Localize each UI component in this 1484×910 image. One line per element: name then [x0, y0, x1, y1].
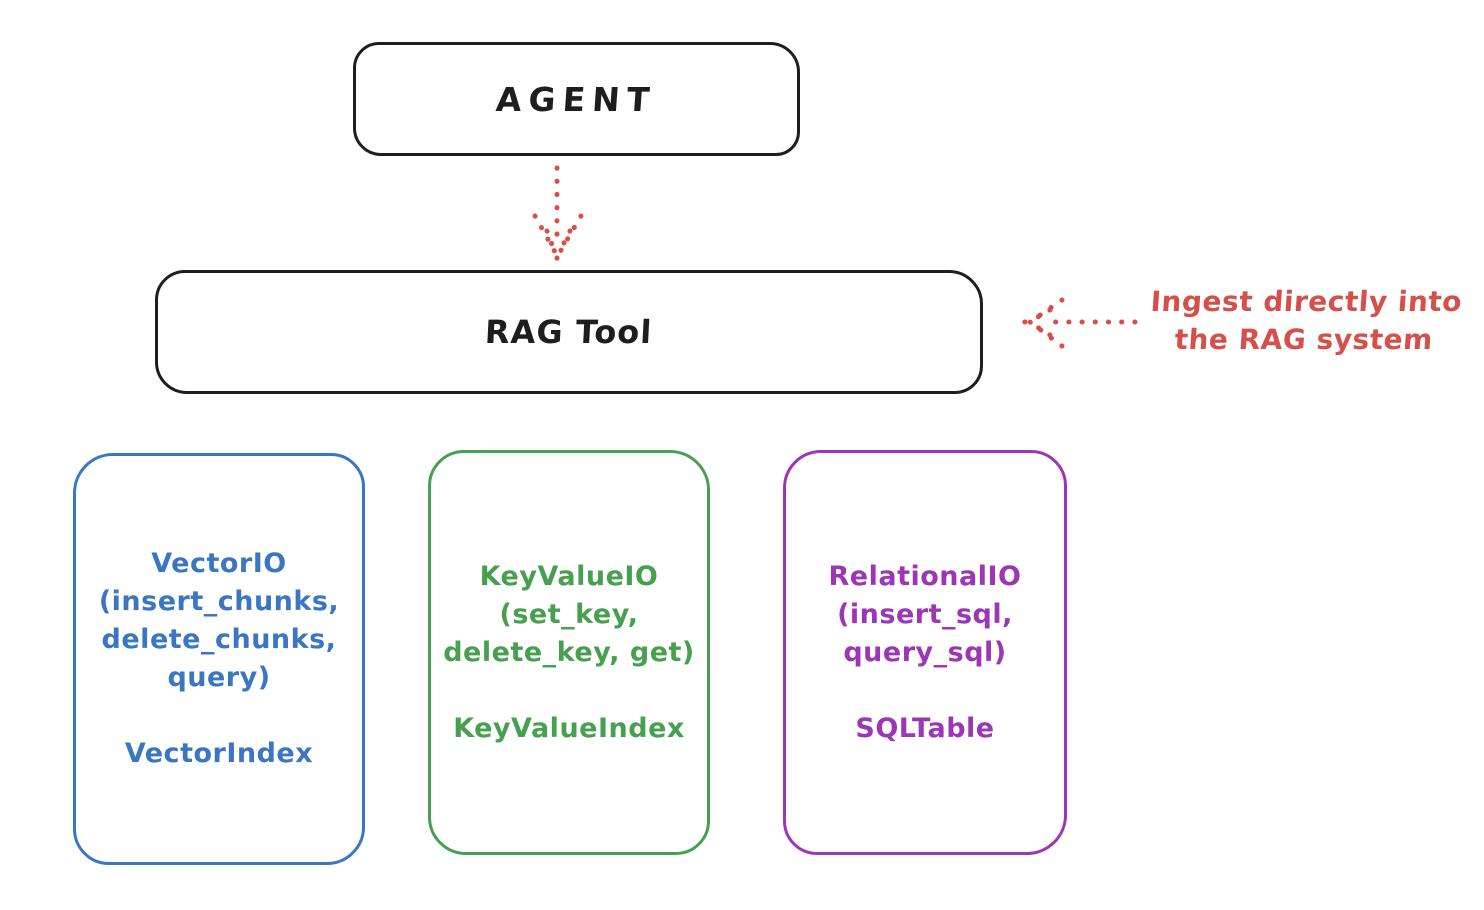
io-text-line: (insert_chunks, [98, 586, 340, 617]
io-text-line: delete_key, get) [443, 636, 695, 668]
rag-tool-label: RAG Tool [484, 313, 654, 351]
relational-io-methods: RelationalIO (insert_sql, query_sql) [829, 558, 1022, 672]
io-text-line: KeyValueIO [479, 560, 659, 592]
sql-table-label: SQLTable [855, 712, 995, 744]
io-text-line: RelationalIO [828, 560, 1022, 592]
rag-tool-box: RAG Tool [155, 270, 983, 394]
agent-label: AGENT [494, 79, 659, 119]
keyvalue-io-box: KeyValueIO (set_key, delete_key, get) Ke… [428, 450, 710, 855]
io-text-line: (set_key, [499, 598, 639, 630]
relational-io-box: RelationalIO (insert_sql, query_sql) SQL… [783, 450, 1067, 855]
agent-box: AGENT [353, 42, 800, 156]
arrow-ingest-to-rag-tool-icon [1021, 297, 1138, 349]
io-text-line: query) [167, 662, 271, 693]
io-text-line: (insert_sql, [837, 598, 1013, 630]
keyvalue-index-label: KeyValueIndex [453, 712, 685, 744]
io-text-line: query_sql) [843, 636, 1007, 668]
vector-io-methods: VectorIO (insert_chunks, delete_chunks, … [99, 545, 339, 697]
vector-io-box: VectorIO (insert_chunks, delete_chunks, … [73, 453, 365, 865]
arrow-agent-to-rag-tool-icon [532, 165, 584, 262]
io-text-line: VectorIO [151, 548, 287, 579]
ingest-annotation-line: Ingest directly into [1149, 285, 1464, 318]
keyvalue-io-methods: KeyValueIO (set_key, delete_key, get) [443, 558, 695, 672]
ingest-annotation-line: the RAG system [1173, 323, 1434, 356]
ingest-annotation: Ingest directly into the RAG system [1132, 283, 1477, 359]
vector-index-label: VectorIndex [124, 738, 314, 769]
io-text-line: delete_chunks, [101, 624, 337, 655]
